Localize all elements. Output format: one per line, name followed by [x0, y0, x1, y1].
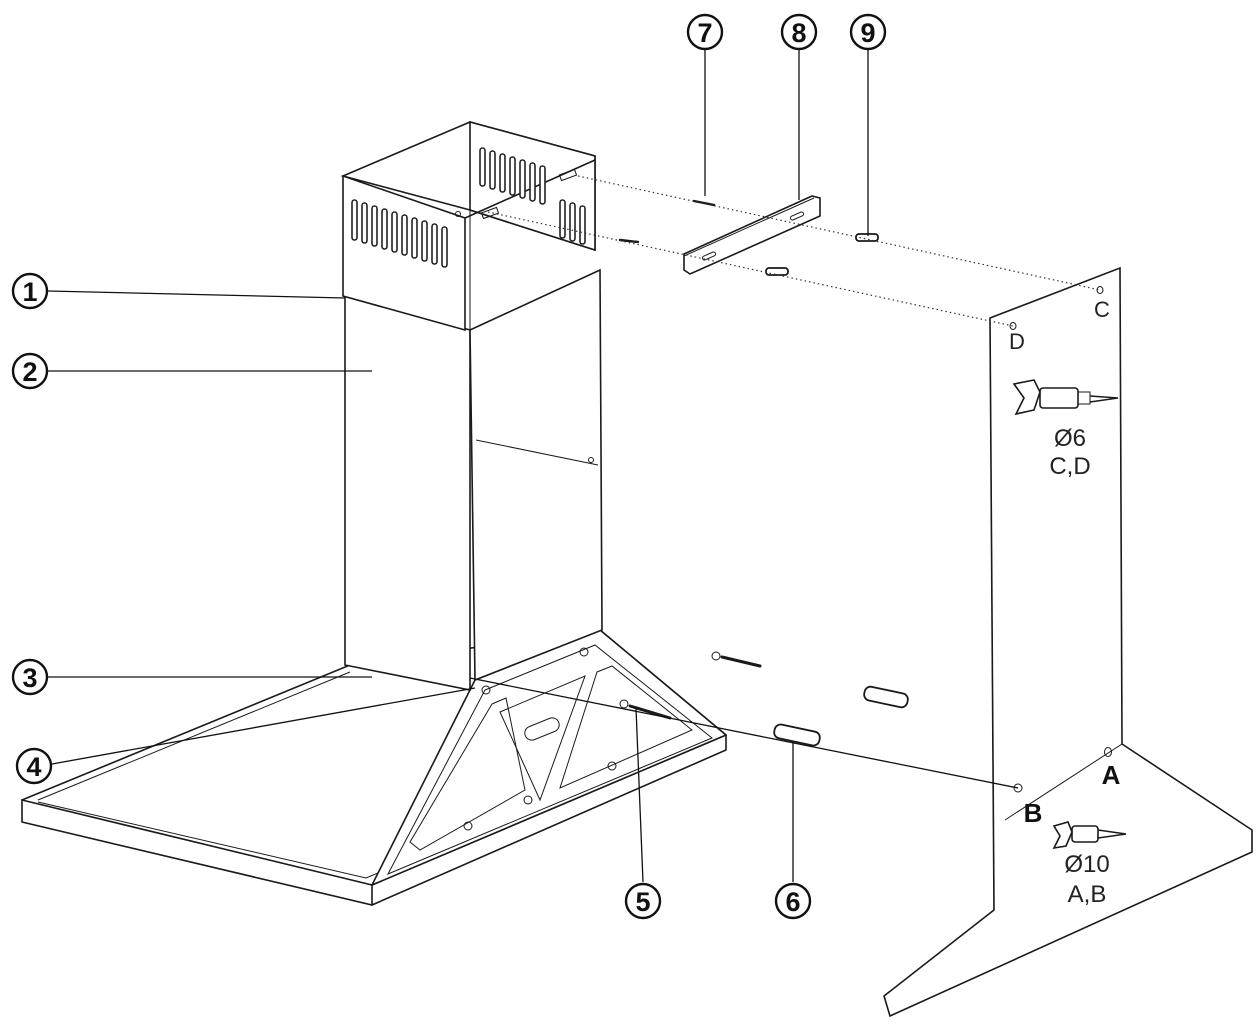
callout-9: 9 [849, 13, 887, 51]
callout-1-label: 1 [22, 277, 37, 307]
drill-icon-small [1012, 379, 1119, 416]
screw-long [711, 651, 762, 668]
callout-7-label: 7 [697, 18, 712, 48]
hole-label-c: C [1094, 297, 1110, 322]
callout-8-label: 8 [791, 18, 806, 48]
wall-plug-9 [855, 233, 879, 242]
screw-5 [619, 699, 672, 720]
callout-8: 8 [780, 13, 818, 51]
drill-large-diameter: Ø10 [1064, 851, 1109, 878]
alignment-lines [469, 175, 1101, 789]
drill-large-holes: A,B [1068, 881, 1107, 908]
hole-label-b: B [1024, 798, 1043, 828]
wall-panel [883, 266, 1253, 1018]
hole-label-a: A [1102, 760, 1121, 790]
chimney-lower [344, 268, 603, 691]
callout-5-label: 5 [635, 887, 650, 917]
callout-4: 4 [15, 747, 53, 785]
callout-5: 5 [624, 882, 662, 920]
callout-7: 7 [686, 13, 724, 51]
callout-2-label: 2 [22, 357, 37, 387]
callout-3-label: 3 [22, 663, 37, 693]
leader-lines [47, 48, 869, 883]
drill-icon-large [1052, 821, 1127, 850]
callout-6-label: 6 [785, 887, 800, 917]
wall-plug-A [863, 685, 909, 709]
callout-1: 1 [11, 272, 49, 310]
wall-holes [1009, 286, 1112, 793]
callout-9-label: 9 [860, 18, 875, 48]
screw-upper-left [618, 238, 640, 244]
vent-slots-front [351, 199, 448, 268]
chimney-upper [340, 120, 596, 332]
callout-3: 3 [11, 658, 49, 696]
callout-2: 2 [11, 352, 49, 390]
callout-4-label: 4 [26, 752, 41, 782]
callout-6: 6 [774, 882, 812, 920]
wall-plug-6 [773, 723, 821, 747]
wall-plug-lower-bracket [765, 267, 789, 276]
drill-small-diameter: Ø6 [1054, 425, 1086, 452]
mounting-bracket [683, 195, 821, 275]
vent-slots-back [479, 147, 586, 245]
hole-label-d: D [1009, 329, 1025, 354]
drill-small-holes: C,D [1049, 453, 1090, 480]
